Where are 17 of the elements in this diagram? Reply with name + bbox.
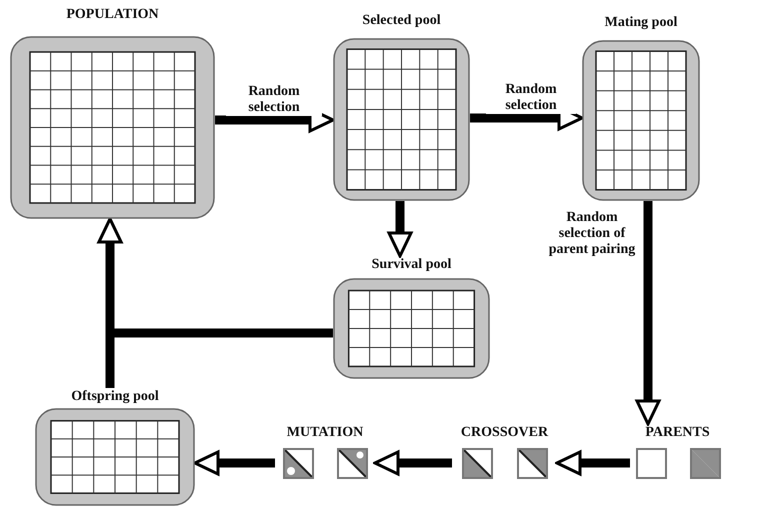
arrow xyxy=(194,450,275,476)
edge-label: Random selection of parent pairing xyxy=(548,210,636,258)
arrow xyxy=(98,218,122,388)
step-title: PARENTS xyxy=(645,424,710,442)
pool-title: Mating pool xyxy=(604,14,678,32)
step-title: CROSSOVER xyxy=(460,424,548,442)
pool-title: Oftspring pool xyxy=(71,388,159,406)
arrow xyxy=(636,201,660,426)
arrow xyxy=(556,450,630,476)
pool-title: Selected pool xyxy=(362,12,441,30)
pool-title: Survival pool xyxy=(372,256,452,274)
edge-label: Random selection xyxy=(226,84,322,116)
edge-label: Random selection xyxy=(486,82,576,114)
arrow xyxy=(388,201,412,258)
pool-title: POPULATION xyxy=(66,6,159,24)
step-title: MUTATION xyxy=(286,424,364,442)
arrow xyxy=(374,450,452,476)
